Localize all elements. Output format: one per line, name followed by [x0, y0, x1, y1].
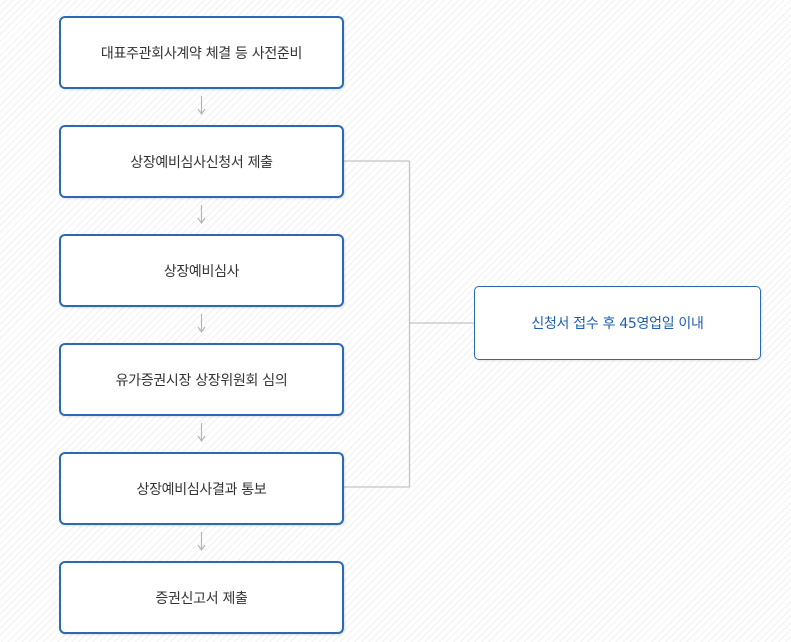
- down-arrow: [197, 423, 206, 443]
- down-arrow: [197, 205, 206, 225]
- step-label: 대표주관회사계약 체결 등 사전준비: [100, 45, 303, 62]
- step-box-listing-committee: 유가증권시장 상장위원회 심의: [59, 343, 344, 416]
- step-label: 상장예비심사결과 통보: [136, 481, 267, 498]
- step-box-preliminary-review: 상장예비심사: [59, 234, 344, 307]
- note-label: 신청서 접수 후 45영업일 이내: [531, 316, 704, 332]
- down-arrow: [197, 532, 206, 552]
- down-arrow: [197, 96, 206, 116]
- step-label: 유가증권시장 상장위원회 심의: [115, 372, 288, 389]
- bracket-connector: [344, 160, 474, 488]
- step-box-result-notice: 상장예비심사결과 통보: [59, 452, 344, 525]
- step-box-preparation: 대표주관회사계약 체결 등 사전준비: [59, 16, 344, 89]
- step-box-registration-statement: 증권신고서 제출: [59, 561, 344, 634]
- step-label: 상장예비심사신청서 제출: [130, 154, 273, 171]
- step-box-application-submission: 상장예비심사신청서 제출: [59, 125, 344, 198]
- step-label: 증권신고서 제출: [155, 590, 248, 607]
- down-arrow: [197, 314, 206, 334]
- note-box-deadline: 신청서 접수 후 45영업일 이내: [474, 286, 761, 360]
- step-label: 상장예비심사: [163, 263, 240, 280]
